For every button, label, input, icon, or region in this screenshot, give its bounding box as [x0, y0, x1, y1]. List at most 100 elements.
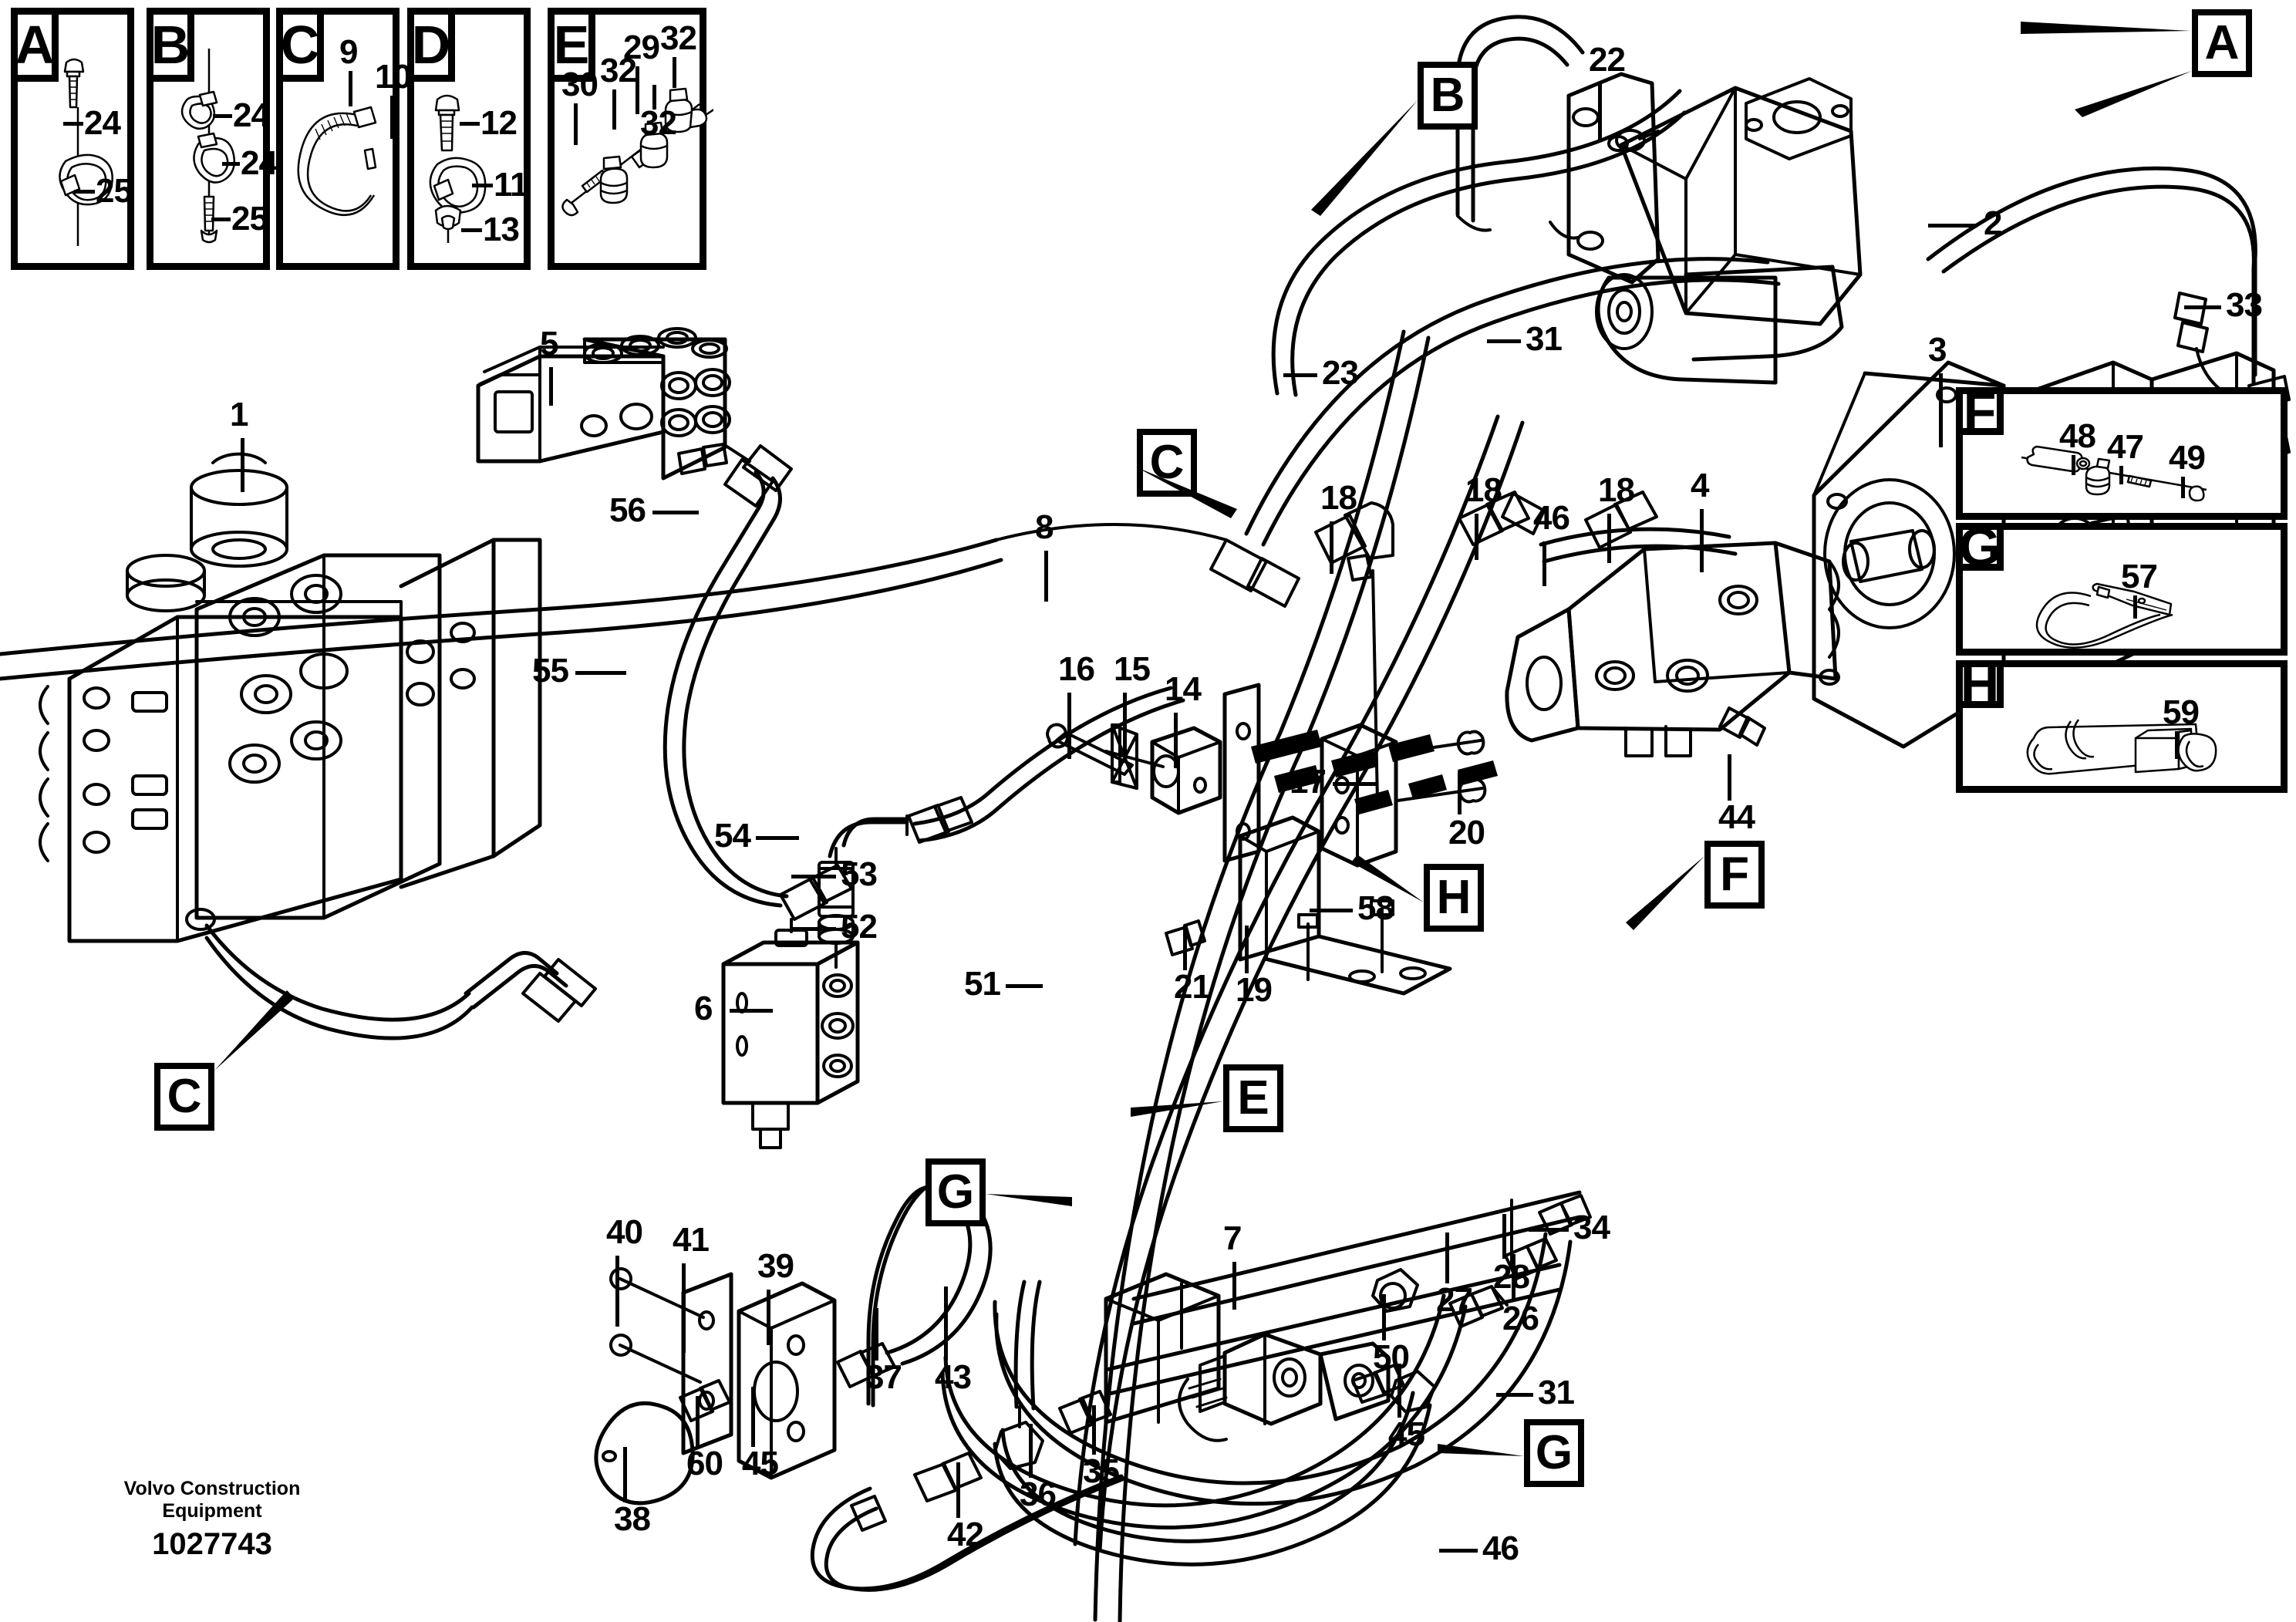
- detail-panel-g: G: [1956, 520, 2288, 656]
- callout-4: 4: [1691, 467, 1710, 504]
- lead-45-right: [1397, 1364, 1401, 1418]
- lead-54: [756, 836, 799, 840]
- callout-7: 7: [1223, 1219, 1242, 1257]
- callout-5: 5: [540, 325, 559, 363]
- callout-39: 39: [757, 1247, 794, 1285]
- lead-16: [1067, 693, 1071, 759]
- panel-letter-b: B: [147, 8, 194, 82]
- brand-line-2: Equipment: [162, 1499, 262, 1522]
- lead-21: [1183, 926, 1187, 970]
- lead-2: [1928, 224, 1977, 228]
- lead-53: [791, 875, 836, 878]
- panel-letter-a: A: [11, 8, 59, 82]
- callout-58: 58: [1357, 889, 1394, 927]
- panel-c-callout-10: 10: [375, 58, 412, 96]
- panel-f-lead-48: [2072, 455, 2075, 475]
- lead-43: [944, 1286, 948, 1361]
- lead-51: [1006, 984, 1043, 988]
- lead-5: [549, 367, 553, 406]
- pump-4: [1507, 543, 1839, 756]
- panel-e-lead-32b: [612, 89, 616, 130]
- letter-callout-c-top: C: [1137, 429, 1197, 497]
- panel-g-callout-57: 57: [2121, 558, 2158, 595]
- lead-3: [1939, 373, 1943, 447]
- lead-41: [682, 1263, 686, 1353]
- lead-39: [767, 1290, 770, 1345]
- lead-8: [1044, 551, 1048, 602]
- panel-a-artwork: [59, 58, 113, 246]
- callout-44: 44: [1718, 798, 1755, 836]
- panel-letter-g: G: [1956, 520, 2004, 574]
- panel-letter-h: H: [1956, 657, 2004, 711]
- panel-e-callout-29: 29: [623, 29, 660, 66]
- panel-f-callout-49: 49: [2169, 439, 2206, 477]
- callout-18-a: 18: [1320, 479, 1357, 517]
- callout-34: 34: [1573, 1209, 1610, 1246]
- lead-1: [241, 438, 244, 492]
- lead-22: [1598, 83, 1602, 140]
- bracket-17-19-20: [1166, 725, 1498, 993]
- letter-callout-h: H: [1424, 864, 1484, 932]
- panel-b-callout-24a: 24: [233, 96, 270, 134]
- panel-e-artwork: [561, 87, 713, 217]
- lead-44: [1728, 754, 1731, 801]
- panel-d-callout-11: 11: [494, 166, 529, 204]
- panel-letter-d: D: [407, 8, 455, 82]
- panel-b-lead-25: [211, 218, 231, 221]
- callout-16: 16: [1058, 650, 1095, 688]
- callout-36: 36: [1020, 1475, 1057, 1513]
- callout-28: 28: [1493, 1258, 1530, 1296]
- panel-letter-f: F: [1956, 384, 2004, 438]
- panel-a-callout-25: 25: [96, 172, 133, 210]
- callout-26: 26: [1502, 1300, 1539, 1337]
- callout-3: 3: [1928, 331, 1947, 369]
- callout-60: 60: [686, 1445, 723, 1482]
- callout-17: 17: [1290, 763, 1327, 801]
- lead-46-top: [1542, 541, 1546, 586]
- panel-d-callout-12: 12: [480, 104, 518, 142]
- lead-23: [1283, 373, 1317, 377]
- lead-34: [1529, 1228, 1569, 1232]
- callout-53: 53: [841, 855, 878, 893]
- letter-callout-b: B: [1418, 62, 1478, 130]
- letter-callout-a: A: [2192, 9, 2252, 77]
- lead-28: [1502, 1214, 1506, 1259]
- panel-g-lead-57: [2133, 595, 2137, 619]
- valve-6: [723, 919, 858, 1148]
- solenoid-group: [1179, 1334, 1388, 1441]
- letter-callout-e: E: [1223, 1064, 1283, 1132]
- panel-e-lead-29: [636, 66, 639, 114]
- lead-17: [1333, 782, 1377, 786]
- panel-d-lead-12: [460, 122, 480, 126]
- callout-14: 14: [1165, 670, 1202, 708]
- callout-37: 37: [865, 1358, 902, 1396]
- panel-e-callout-32a: 32: [660, 19, 697, 57]
- footer-block: Volvo Construction Equipment 1027743: [108, 1478, 316, 1562]
- lead-52: [793, 927, 836, 931]
- lead-27: [1445, 1233, 1449, 1283]
- panel-f-callout-47: 47: [2107, 428, 2144, 466]
- lead-7: [1232, 1262, 1236, 1310]
- panel-b-callout-25: 25: [231, 200, 268, 238]
- lead-60: [696, 1396, 700, 1447]
- lead-56: [652, 511, 699, 514]
- callout-38: 38: [614, 1500, 651, 1538]
- panel-e-lead-32c: [652, 85, 656, 110]
- detail-panel-h: H: [1956, 657, 2288, 793]
- callout-15: 15: [1114, 650, 1151, 688]
- callout-35: 35: [1083, 1452, 1120, 1490]
- lead-35: [1092, 1405, 1096, 1455]
- panel-e-callout-30: 30: [561, 66, 598, 103]
- brand-line-1: Volvo Construction: [123, 1478, 301, 1499]
- lead-20: [1458, 771, 1462, 814]
- callout-31-bottom: 31: [1538, 1374, 1575, 1411]
- callout-45-right: 45: [1388, 1415, 1425, 1453]
- panel-e-lead-32a: [673, 57, 676, 88]
- callout-21: 21: [1174, 968, 1211, 1006]
- callout-19: 19: [1236, 971, 1273, 1009]
- callout-51: 51: [964, 965, 1001, 1003]
- callout-40: 40: [606, 1213, 643, 1251]
- panel-f-artwork: [2021, 445, 2207, 502]
- lead-33: [2184, 305, 2221, 309]
- panel-c-callout-9: 9: [339, 33, 359, 71]
